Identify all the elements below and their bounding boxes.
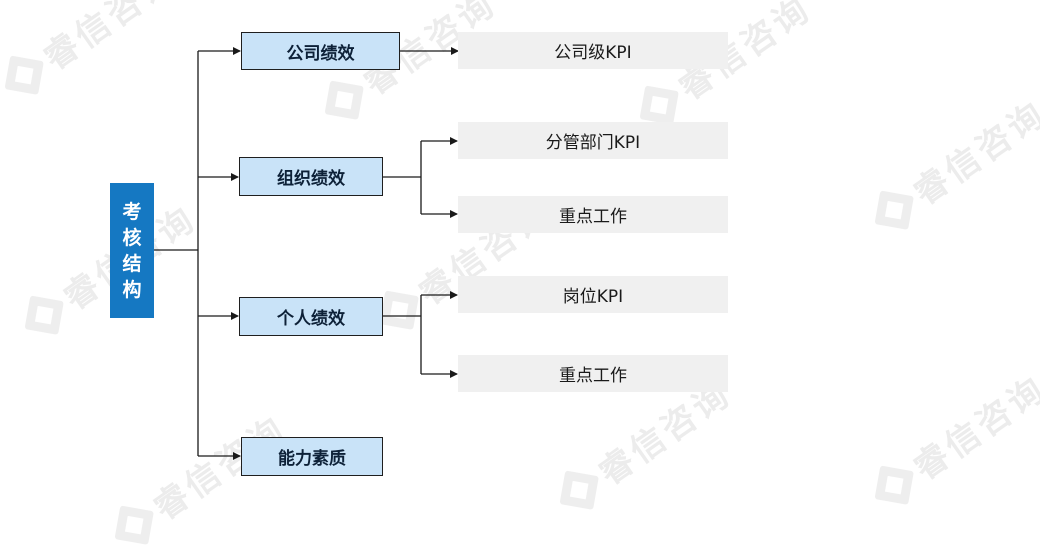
leaf-node: 分管部门KPI	[458, 122, 728, 159]
branch-node-label: 能力素质	[278, 449, 346, 469]
leaf-node: 重点工作	[458, 355, 728, 392]
leaf-node: 重点工作	[458, 196, 728, 233]
leaf-node-label: 重点工作	[559, 207, 627, 227]
diamond-logo-icon	[114, 505, 154, 545]
leaf-node-label: 公司级KPI	[554, 43, 632, 63]
leaf-node-label: 分管部门KPI	[545, 133, 641, 153]
root-node-label: 考核结构	[122, 200, 142, 301]
root-node: 考核结构	[110, 183, 154, 318]
branch-node-organization: 组织绩效	[239, 157, 383, 196]
branch-node-label: 组织绩效	[277, 169, 345, 189]
branch-node-label: 个人绩效	[277, 309, 345, 329]
leaf-node: 岗位KPI	[458, 276, 728, 313]
branch-node-label: 公司绩效	[286, 43, 355, 64]
leaf-node-label: 岗位KPI	[562, 287, 624, 307]
leaf-node-label: 重点工作	[559, 366, 627, 386]
branch-node-competency: 能力素质	[241, 437, 383, 476]
branch-node-company: 公司绩效	[241, 32, 400, 70]
branch-node-individual: 个人绩效	[239, 297, 383, 336]
leaf-node: 公司级KPI	[458, 32, 728, 69]
connector-layer	[154, 47, 459, 460]
